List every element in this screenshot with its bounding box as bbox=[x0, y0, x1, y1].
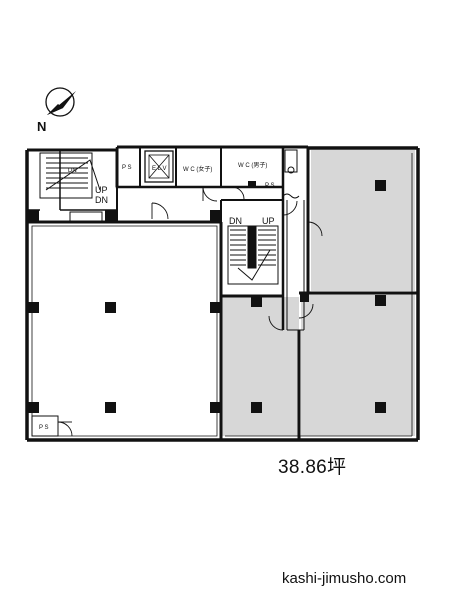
walls bbox=[25, 145, 420, 442]
corridor bbox=[286, 200, 305, 331]
center-stair-dn: DN bbox=[229, 216, 242, 226]
wc-sink-box bbox=[284, 149, 298, 173]
wc-female-label: W C (女子) bbox=[183, 165, 212, 173]
floor-area-label: 38.86坪 bbox=[278, 457, 347, 478]
elevator-icon bbox=[144, 150, 174, 183]
elevator-label: E L V bbox=[152, 166, 166, 172]
ps-right-label: P S bbox=[265, 183, 275, 189]
ps-bottom-box bbox=[31, 415, 59, 437]
north-label: N bbox=[37, 119, 46, 134]
area-upper-right bbox=[311, 150, 415, 291]
ps-right-box bbox=[248, 181, 256, 188]
left-stair-dn: DN bbox=[95, 195, 108, 205]
center-stair-up: UP bbox=[262, 216, 275, 226]
left-stair-tag: DN bbox=[68, 168, 77, 174]
left-stair-up: UP bbox=[95, 185, 108, 195]
wc-male-label: W C (男子) bbox=[238, 162, 267, 169]
central-staircase bbox=[227, 225, 279, 285]
ps-top-label: P S bbox=[122, 165, 132, 171]
north-compass-icon bbox=[45, 87, 76, 117]
site-url[interactable]: kashi-jimusho.com bbox=[282, 570, 407, 587]
wc-sink-icon bbox=[287, 166, 295, 174]
left-stair-landing bbox=[69, 211, 103, 222]
area-lower-right bbox=[301, 294, 415, 436]
left-staircase bbox=[39, 152, 101, 199]
doors bbox=[57, 186, 323, 437]
ps-bottom-label: P S bbox=[39, 425, 49, 431]
